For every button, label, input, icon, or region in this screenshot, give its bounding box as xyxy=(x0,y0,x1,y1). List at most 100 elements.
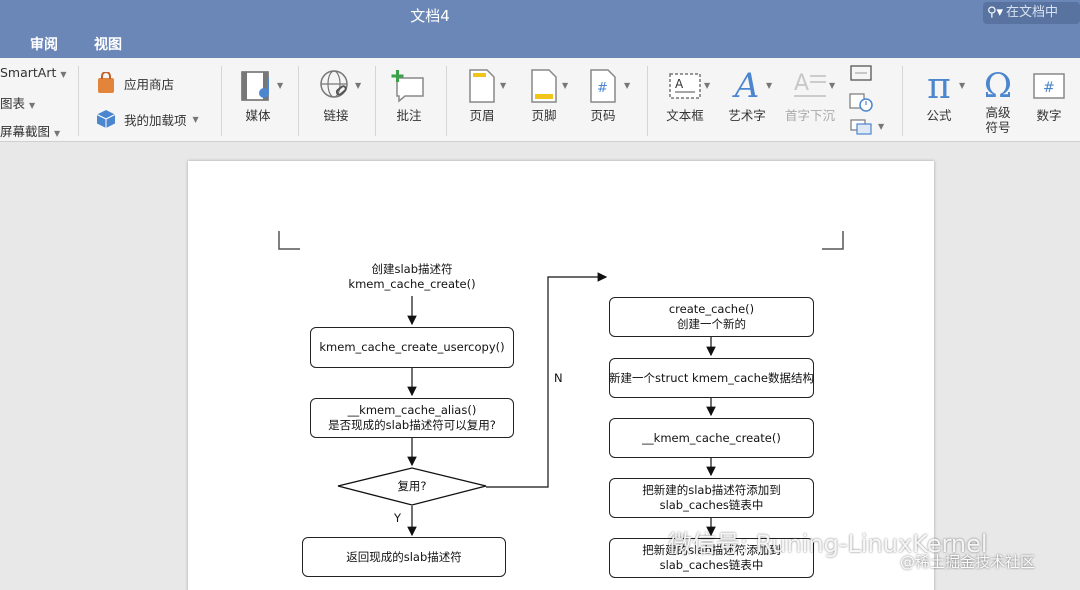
number-button[interactable]: # 数字 xyxy=(1027,64,1071,123)
chevron-down-icon: ▼ xyxy=(29,101,36,110)
textbox-label: 文本框 xyxy=(666,108,704,123)
start-text: 创建slab描述符 kmem_cache_create() xyxy=(320,262,504,292)
new-struct-label: 新建一个struct kmem_cache数据结构 xyxy=(609,370,814,385)
comment-button[interactable]: 批注 xyxy=(385,64,433,123)
wordart-icon: A xyxy=(734,66,760,106)
divider xyxy=(446,66,447,136)
screenshot-button[interactable]: 屏幕截图 ▼ xyxy=(0,121,60,140)
film-music-icon xyxy=(233,64,283,108)
link-label: 链接 xyxy=(323,108,349,123)
no-label: N xyxy=(554,371,563,385)
start-line2: kmem_cache_create() xyxy=(348,277,476,291)
chevron-down-icon: ▼ xyxy=(54,129,61,138)
media-button[interactable]: 媒体 xyxy=(233,64,283,123)
chevron-down-icon: ▼ xyxy=(766,81,773,90)
decision-label: 复用? xyxy=(397,479,427,493)
add-to-list-box-duplicate[interactable]: 把新建的slab描述符添加到 slab_caches链表中 xyxy=(609,538,814,578)
alias-line2: 是否现成的slab描述符可以复用? xyxy=(328,418,496,432)
link-button[interactable]: 链接 xyxy=(311,64,361,123)
cube-icon xyxy=(96,109,116,129)
chevron-down-icon: ▼ xyxy=(878,122,885,131)
media-label: 媒体 xyxy=(245,108,271,123)
tab-review[interactable]: 审阅 xyxy=(30,37,58,53)
number-icon: # xyxy=(1027,64,1071,108)
chevron-down-icon: ▼ xyxy=(624,81,631,90)
omega-icon: Ω xyxy=(983,66,1013,106)
new-struct-box[interactable]: 新建一个struct kmem_cache数据结构 xyxy=(609,358,814,398)
document-title: 文档4 xyxy=(410,7,450,25)
document-page[interactable]: 创建slab描述符 kmem_cache_create() kmem_cache… xyxy=(188,161,934,590)
chevron-down-icon: ▼ xyxy=(959,81,966,90)
return-existing-label: 返回现成的slab描述符 xyxy=(346,549,462,564)
footer-button[interactable]: 页脚 xyxy=(521,64,567,123)
equation-button[interactable]: π 公式 xyxy=(913,64,965,124)
chart-button[interactable]: 图表 ▼ xyxy=(0,93,35,112)
add2-line1: 把新建的slab描述符添加到 xyxy=(642,543,781,557)
add2-line2: slab_caches链表中 xyxy=(659,558,764,572)
object-icon[interactable]: ▼ xyxy=(849,118,889,138)
search-icon: ⚲▾ xyxy=(987,5,1004,20)
smartart-button[interactable]: SmartArt ▼ xyxy=(0,65,67,80)
page-number-icon: # xyxy=(580,64,626,108)
comment-add-icon xyxy=(385,64,433,108)
app-store-button[interactable]: 应用商店 xyxy=(96,72,174,94)
return-existing-box[interactable]: 返回现成的slab描述符 xyxy=(302,537,506,577)
textbox-button[interactable]: A 文本框 xyxy=(660,64,710,123)
date-time-icon[interactable] xyxy=(849,92,875,112)
chevron-down-icon: ▼ xyxy=(277,81,284,90)
divider xyxy=(902,66,903,136)
start-line1: 创建slab描述符 xyxy=(371,262,453,276)
search-placeholder: 在文档中 xyxy=(1006,5,1059,20)
page-number-label: 页码 xyxy=(590,108,616,123)
create-cache-box[interactable]: create_cache() 创建一个新的 xyxy=(609,297,814,337)
dropcap-button[interactable]: A 首字下沉 xyxy=(781,64,839,123)
flowchart-connectors xyxy=(337,272,716,537)
add-to-list-box[interactable]: 把新建的slab描述符添加到 slab_caches链表中 xyxy=(609,478,814,518)
margin-corner-top-right xyxy=(822,231,844,250)
chevron-down-icon: ▼ xyxy=(829,81,836,90)
symbol-button[interactable]: Ω 高级 符号 xyxy=(975,64,1021,135)
dropcap-label: 首字下沉 xyxy=(784,108,835,123)
header-icon xyxy=(459,64,505,108)
add-line1: 把新建的slab描述符添加到 xyxy=(642,483,781,497)
symbol-label-line1: 高级 xyxy=(985,105,1011,120)
alias-line1: __kmem_cache_alias() xyxy=(347,403,477,417)
comment-label: 批注 xyxy=(396,108,422,123)
title-bar: 文档4 ⚲▾在文档中 xyxy=(0,0,1080,30)
alias-box[interactable]: __kmem_cache_alias() 是否现成的slab描述符可以复用? xyxy=(310,398,514,438)
create-cache-line2: 创建一个新的 xyxy=(677,317,746,331)
wechat-watermark-text: 微信号: Runing-LinuxKernel xyxy=(668,530,988,558)
juejin-watermark: @稀土掘金技术社区 xyxy=(900,553,1036,571)
add-line2: slab_caches链表中 xyxy=(659,498,764,512)
chevron-down-icon: ▼ xyxy=(192,114,199,124)
header-button[interactable]: 页眉 xyxy=(459,64,505,123)
pi-icon: π xyxy=(927,65,951,107)
symbol-label-line2: 符号 xyxy=(985,120,1011,135)
svg-text:#: # xyxy=(597,81,608,96)
divider xyxy=(78,66,79,136)
yes-label: Y xyxy=(394,511,402,525)
kmem-create-box[interactable]: __kmem_cache_create() xyxy=(609,418,814,458)
my-addins-button[interactable]: 我的加载项 ▼ xyxy=(96,109,199,129)
footer-icon xyxy=(521,64,567,108)
chevron-down-icon: ▼ xyxy=(355,81,362,90)
wordart-label: 艺术字 xyxy=(728,108,766,123)
shopping-bag-icon xyxy=(96,72,116,94)
svg-text:A: A xyxy=(675,77,684,91)
textbox-frame-icon[interactable] xyxy=(849,64,875,84)
decision-diamond xyxy=(337,467,487,506)
tab-view[interactable]: 视图 xyxy=(94,37,122,53)
equation-label: 公式 xyxy=(926,108,952,123)
app-store-label: 应用商店 xyxy=(124,76,175,92)
textbox-icon: A xyxy=(660,64,710,108)
ribbon-toolbar: SmartArt ▼ 图表 ▼ 屏幕截图 ▼ 应用商店 我的加载项 ▼ 媒体 ▼… xyxy=(0,58,1080,142)
number-label: 数字 xyxy=(1036,108,1062,123)
chevron-down-icon: ▼ xyxy=(562,81,569,90)
divider xyxy=(375,66,376,136)
my-addins-label: 我的加载项 xyxy=(124,112,187,128)
search-box[interactable]: ⚲▾在文档中 xyxy=(983,2,1080,24)
globe-link-icon xyxy=(311,64,361,108)
wordart-button[interactable]: A 艺术字 xyxy=(722,64,772,123)
page-number-button[interactable]: # 页码 xyxy=(580,64,626,123)
usercopy-box[interactable]: kmem_cache_create_usercopy() xyxy=(310,327,514,368)
